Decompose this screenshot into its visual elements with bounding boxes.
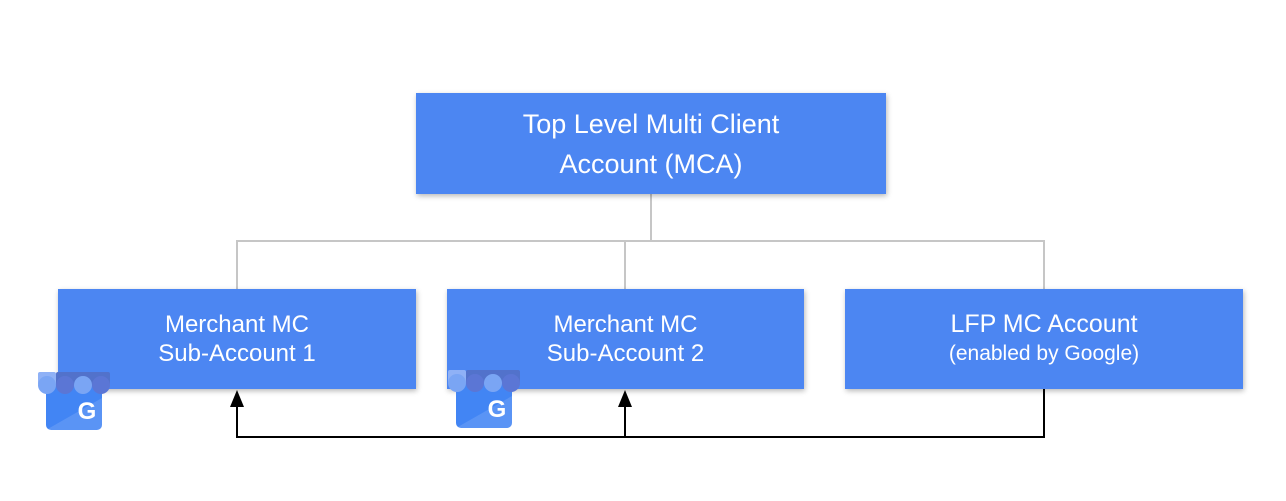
node-label-line1: LFP MC Account — [950, 310, 1138, 338]
arrow-up-icon — [618, 390, 632, 407]
node-label-line1: Merchant MC — [553, 311, 698, 338]
node-label-line1: Top Level Multi Client — [522, 108, 780, 139]
google-business-profile-icon: G — [446, 364, 522, 430]
feed-line-up-sub2 — [624, 404, 626, 438]
arrow-up-icon — [230, 390, 244, 407]
node-label-line2: Sub-Account 1 — [158, 340, 316, 367]
google-g-letter: G — [488, 396, 507, 423]
node-lfp-mc-account: LFP MC Account (enabled by Google) — [845, 289, 1243, 389]
google-business-profile-icon: G — [36, 366, 112, 432]
node-label-line2: Account (MCA) — [559, 148, 743, 179]
google-g-letter: G — [78, 398, 97, 425]
tree-connector-drop-sub1 — [236, 240, 238, 289]
node-top-level-mca: Top Level Multi Client Account (MCA) — [416, 93, 886, 194]
node-label-line2: (enabled by Google) — [948, 342, 1140, 365]
feed-line-up-sub1 — [236, 404, 238, 438]
tree-connector-bar — [236, 240, 1045, 242]
tree-connector-stem — [650, 194, 652, 241]
tree-connector-drop-lfp — [1043, 240, 1045, 289]
node-label-line2: Sub-Account 2 — [546, 340, 705, 367]
node-label-line1: Merchant MC — [164, 311, 310, 338]
tree-connector-drop-sub2 — [624, 240, 626, 289]
feed-line-bar — [236, 436, 1045, 438]
node-merchant-sub-account-1: Merchant MC Sub-Account 1 — [58, 289, 416, 389]
feed-line-from-lfp — [1043, 389, 1045, 438]
